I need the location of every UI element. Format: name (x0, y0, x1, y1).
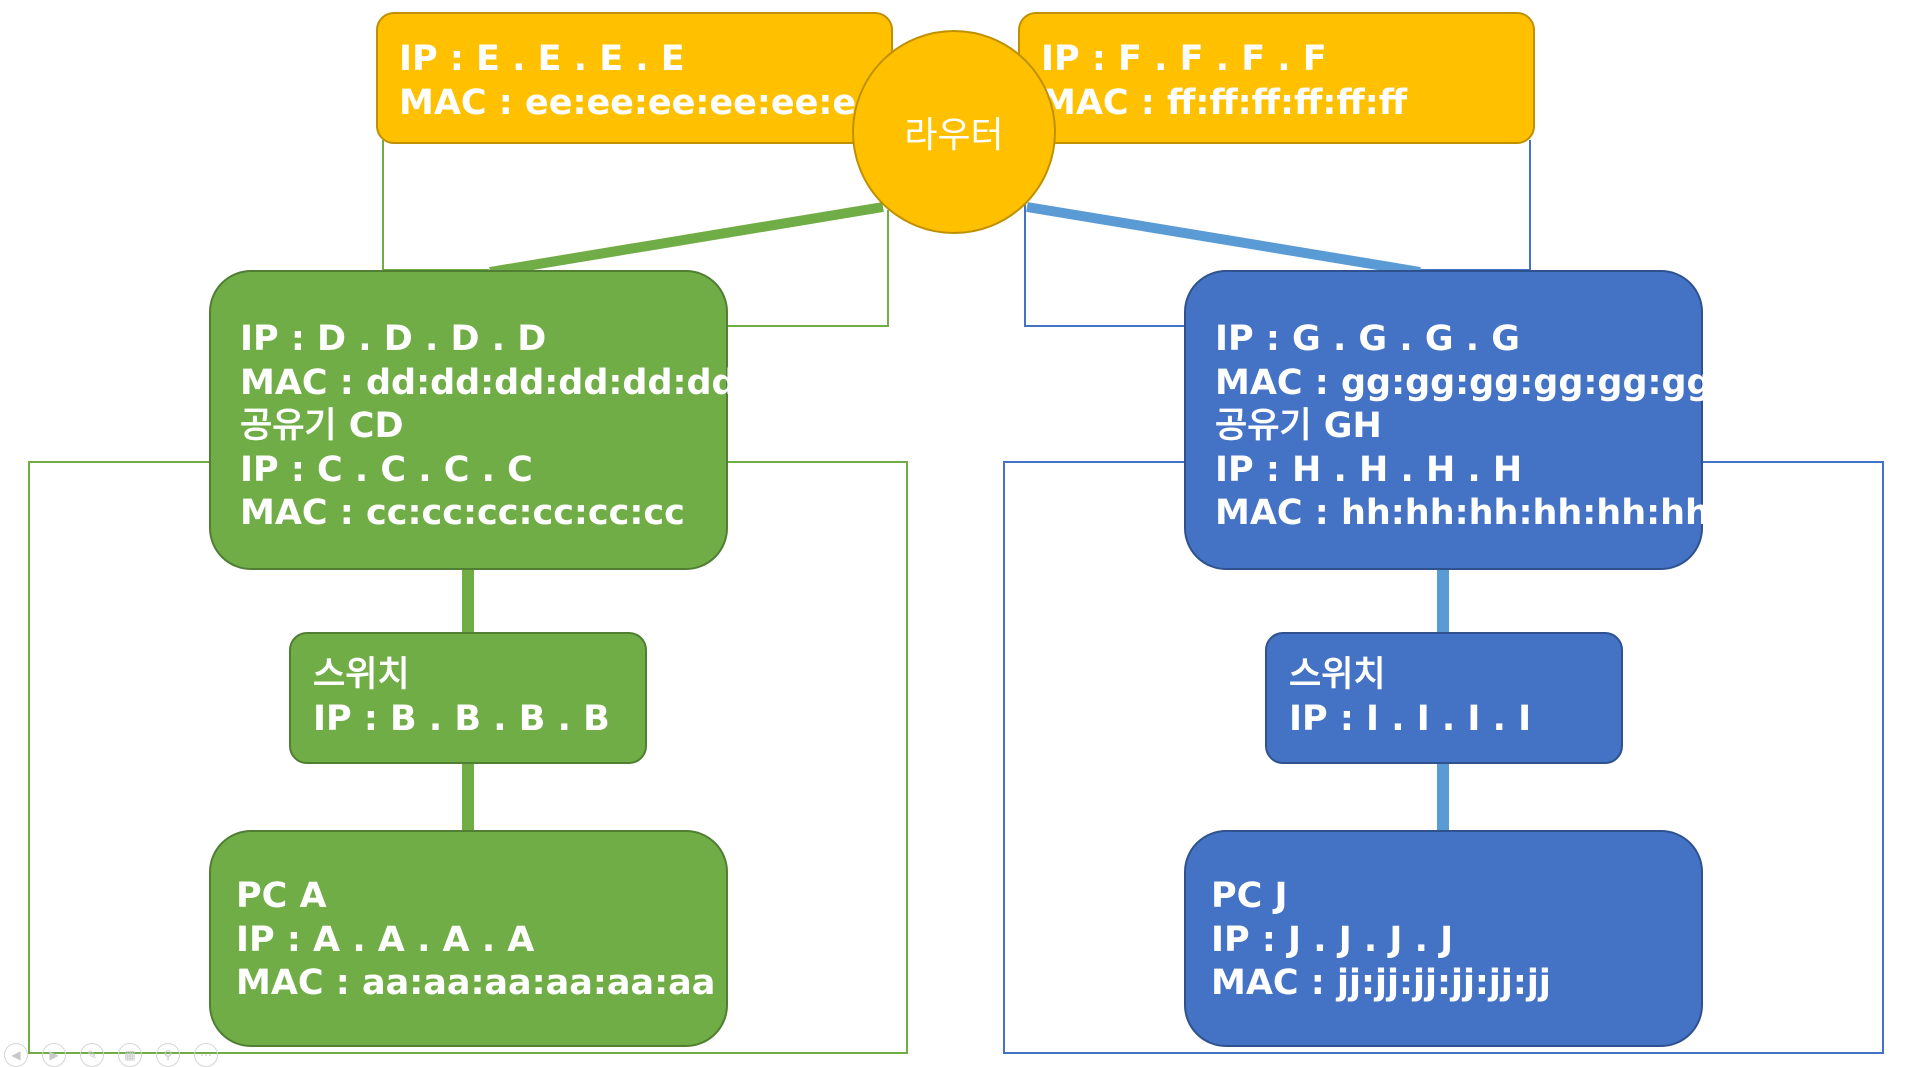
left-gateway-line-3: 공유기 CD (240, 406, 404, 446)
router-port-left-ip: IP : E . E . E . E (399, 39, 685, 79)
right-pc-line-1: PC J (1211, 876, 1288, 916)
slides-icon[interactable]: ▦ (118, 1043, 142, 1067)
left-subnet-bracket (382, 140, 489, 271)
left-switch-box: 스위치 IP : B . B . B . B (289, 632, 647, 764)
left-gateway-line-1: IP : D . D . D . D (240, 319, 547, 359)
left-gateway-line-5: MAC : cc:cc:cc:cc:cc:cc (240, 493, 685, 533)
zoom-icon[interactable]: ⚲ (156, 1043, 180, 1067)
slideshow-toolbar: ◀ ▶ ✎ ▦ ⚲ ⋯ (0, 1043, 218, 1067)
router-node: 라우터 (852, 30, 1056, 234)
right-gateway-line-2: MAC : gg:gg:gg:gg:gg:gg (1215, 362, 1712, 403)
right-gateway-line-1: IP : G . G . G . G (1215, 319, 1520, 359)
right-switch-line-2: IP : I . I . I . I (1289, 698, 1532, 739)
left-gateway-box: IP : D . D . D . D MAC : dd:dd:dd:dd:dd:… (209, 270, 737, 570)
more-icon[interactable]: ⋯ (194, 1043, 218, 1067)
right-gateway-box: IP : G . G . G . G MAC : gg:gg:gg:gg:gg:… (1184, 270, 1712, 570)
router-port-left: IP : E . E . E . E MAC : ee:ee:ee:ee:ee:… (376, 12, 893, 144)
pen-icon[interactable]: ✎ (80, 1043, 104, 1067)
prev-icon[interactable]: ◀ (4, 1043, 28, 1067)
right-gateway-line-5: MAC : hh:hh:hh:hh:hh:hh (1215, 493, 1710, 533)
left-gateway-line-2: MAC : dd:dd:dd:dd:dd:dd (240, 362, 737, 403)
router-right-link (1026, 202, 1421, 277)
right-subnet-bracket (1024, 190, 1186, 327)
router-left-link (489, 202, 884, 277)
left-gateway-line-4: IP : C . C . C . C (240, 449, 533, 490)
router-port-right-mac: MAC : ff:ff:ff:ff:ff:ff (1041, 82, 1408, 123)
right-gateway-line-3: 공유기 GH (1215, 406, 1382, 446)
right-switch-line-1: 스위치 (1289, 655, 1386, 695)
left-pc-line-1: PC A (236, 876, 327, 916)
left-switch-line-2: IP : B . B . B . B (313, 698, 610, 739)
router-port-left-mac: MAC : ee:ee:ee:ee:ee:ee (399, 82, 880, 123)
router-port-right: IP : F . F . F . F MAC : ff:ff:ff:ff:ff:… (1018, 12, 1535, 144)
right-pc-line-3: MAC : jj:jj:jj:jj:jj:jj (1211, 963, 1551, 1003)
left-pc-line-3: MAC : aa:aa:aa:aa:aa:aa (236, 963, 716, 1003)
router-port-right-ip: IP : F . F . F . F (1041, 39, 1327, 79)
right-subnet-bracket-right (1420, 140, 1531, 271)
left-pc-box: PC A IP : A . A . A . A MAC : aa:aa:aa:a… (209, 830, 728, 1047)
router-label: 라우터 (904, 115, 1004, 156)
next-icon[interactable]: ▶ (42, 1043, 66, 1067)
right-pc-line-2: IP : J . J . J . J (1211, 919, 1454, 960)
left-pc-line-2: IP : A . A . A . A (236, 919, 535, 960)
left-switch-line-1: 스위치 (313, 655, 410, 695)
right-pc-box: PC J IP : J . J . J . J MAC : jj:jj:jj:j… (1184, 830, 1703, 1047)
right-switch-box: 스위치 IP : I . I . I . I (1265, 632, 1623, 764)
right-gateway-line-4: IP : H . H . H . H (1215, 449, 1523, 490)
left-subnet-bracket-right (727, 210, 889, 327)
